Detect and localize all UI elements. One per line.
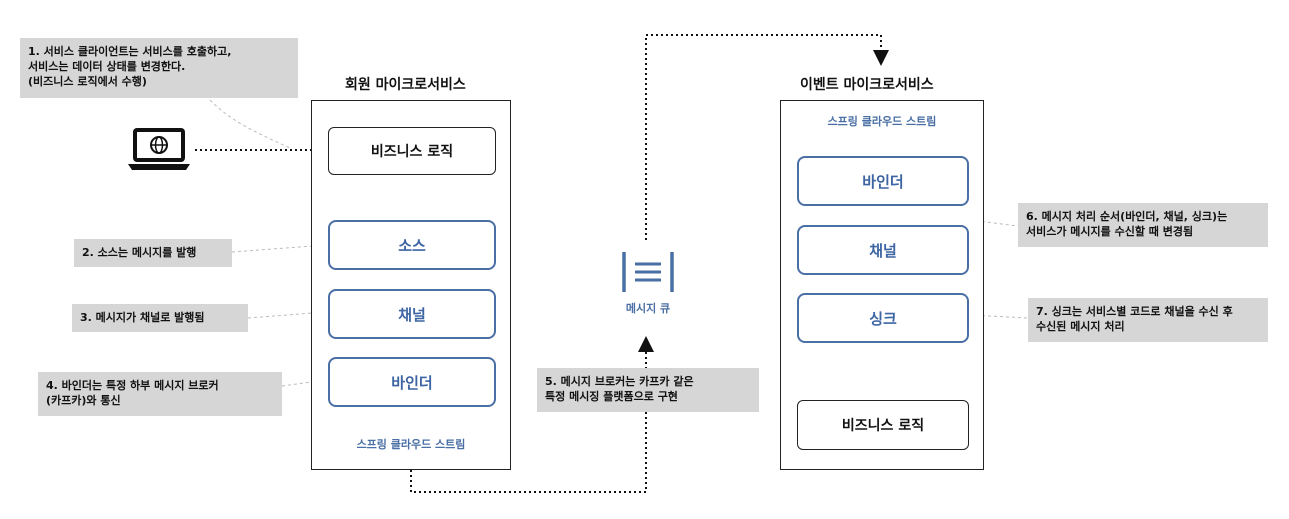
- member-service-title: 회원 마이크로서비스: [345, 77, 466, 93]
- member-channel-box: 채널: [328, 289, 496, 339]
- note3-leader: [247, 311, 327, 319]
- source-box: 소스: [328, 220, 496, 270]
- event-service-title: 이벤트 마이크로서비스: [800, 77, 934, 93]
- message-queue-label: 메시지 큐: [625, 302, 671, 315]
- note2-leader: [231, 244, 327, 253]
- event-channel-box: 채널: [797, 225, 969, 275]
- note7-leader: [969, 314, 1029, 319]
- note-2: 2. 소스는 메시지를 발행: [74, 239, 232, 267]
- event-business-logic-box: 비즈니스 로직: [797, 400, 969, 450]
- member-binder-box: 바인더: [328, 357, 496, 407]
- note-7: 7. 싱크는 서비스별 코드로 채널을 수신 후 수신된 메시지 처리: [1028, 298, 1268, 342]
- member-business-logic-box: 비즈니스 로직: [328, 127, 496, 175]
- laptop-globe-icon: [128, 128, 190, 170]
- sink-box: 싱크: [797, 293, 969, 343]
- event-binder-box: 바인더: [797, 156, 969, 206]
- note-6: 6. 메시지 처리 순서(바인더, 채널, 싱크)는 서비스가 메시지를 수신할…: [1018, 203, 1268, 247]
- note1-leader: [209, 99, 291, 149]
- member-stream-label: 스프링 클라우드 스트림: [356, 438, 466, 451]
- member-to-queue-line: [410, 336, 654, 493]
- message-queue-icon: [622, 252, 674, 292]
- note-4: 4. 바인더는 특정 하부 메시지 브로커 (카프카)와 통신: [38, 372, 282, 416]
- note-5: 5. 메시지 브로커는 카프카 같은 특정 메시징 플랫폼으로 구현: [537, 368, 759, 412]
- note-3: 3. 메시지가 채널로 발행됨: [72, 304, 248, 332]
- note-1: 1. 서비스 클라이언트는 서비스를 호출하고, 서비스는 데이터 상태를 변경…: [20, 38, 298, 98]
- event-stream-label: 스프링 클라우드 스트림: [827, 115, 937, 128]
